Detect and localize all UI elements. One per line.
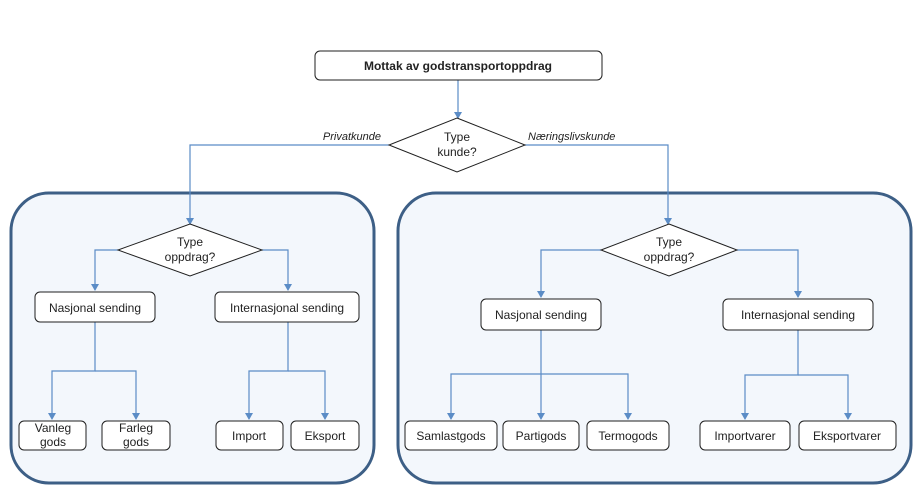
business-national-label: Nasjonal sending [495, 308, 587, 322]
connector-private-to-international [262, 249, 292, 291]
connector-business-national-split [447, 330, 542, 420]
connector-business-to-national [537, 249, 601, 298]
connector-private-international-export [288, 370, 329, 420]
private-dangerous-goods-node: Farleg gods [101, 420, 171, 451]
groupage-label: Samlastgods [416, 429, 485, 443]
connector-private-national-split [48, 322, 96, 420]
connector-business-branch [525, 144, 672, 225]
connector-private-branch [186, 144, 389, 225]
root-label: Mottak av godstransportoppdrag [364, 59, 552, 73]
connector-business-national-thermo [541, 373, 632, 420]
ordinary-goods-line1: Vanleg [35, 421, 71, 435]
root-node: Mottak av godstransportoppdrag [314, 50, 603, 81]
dangerous-goods-line2: gods [123, 435, 149, 449]
private-import-node: Import [215, 420, 284, 451]
partload-label: Partigods [516, 429, 567, 443]
customer-decision-line1: Type [444, 130, 470, 144]
connector-private-to-national [91, 249, 118, 291]
connector-business-international-split [741, 330, 799, 420]
business-order-decision: Type oppdrag? [599, 223, 739, 277]
business-export-goods-node: Eksportvarer [798, 420, 897, 451]
private-international-node: Internasjonal sending [214, 291, 360, 323]
private-decision-line1: Type [177, 235, 203, 249]
dangerous-goods-line1: Farleg [119, 421, 153, 435]
private-national-node: Nasjonal sending [34, 291, 156, 323]
private-national-label: Nasjonal sending [49, 301, 141, 315]
thermo-label: Termogods [598, 429, 657, 443]
private-customer-panel [9, 191, 376, 485]
private-international-label: Internasjonal sending [230, 301, 344, 315]
business-groupage-node: Samlastgods [404, 420, 498, 451]
business-decision-line1: Type [656, 235, 682, 249]
business-decision-line2: oppdrag? [644, 250, 695, 264]
customer-decision-line2: kunde? [437, 145, 477, 159]
edge-label-private: Privatkunde [323, 131, 381, 143]
private-order-decision: Type oppdrag? [116, 223, 264, 277]
business-customer-panel [396, 191, 913, 485]
connector-private-national-dangerous [95, 370, 140, 420]
private-decision-line2: oppdrag? [165, 250, 216, 264]
connector-business-international-export [798, 374, 852, 420]
business-national-node: Nasjonal sending [480, 298, 602, 331]
private-import-label: Import [232, 429, 267, 443]
business-international-node: Internasjonal sending [722, 298, 874, 331]
customer-type-decision: Type kunde? [387, 117, 527, 173]
business-partload-node: Partigods [502, 420, 580, 451]
edge-label-business: Næringslivskunde [528, 131, 615, 143]
connector-private-international-split [245, 322, 289, 420]
business-thermo-node: Termogods [586, 420, 670, 451]
private-export-node: Eksport [290, 420, 360, 451]
import-goods-label: Importvarer [714, 429, 775, 443]
connector-business-to-international [737, 249, 802, 298]
private-export-label: Eksport [305, 429, 346, 443]
business-import-goods-node: Importvarer [699, 420, 791, 451]
ordinary-goods-line2: gods [40, 435, 66, 449]
business-international-label: Internasjonal sending [741, 308, 855, 322]
connectors [48, 80, 852, 420]
export-goods-label: Eksportvarer [813, 429, 881, 443]
private-ordinary-goods-node: Vanleg gods [18, 420, 87, 451]
